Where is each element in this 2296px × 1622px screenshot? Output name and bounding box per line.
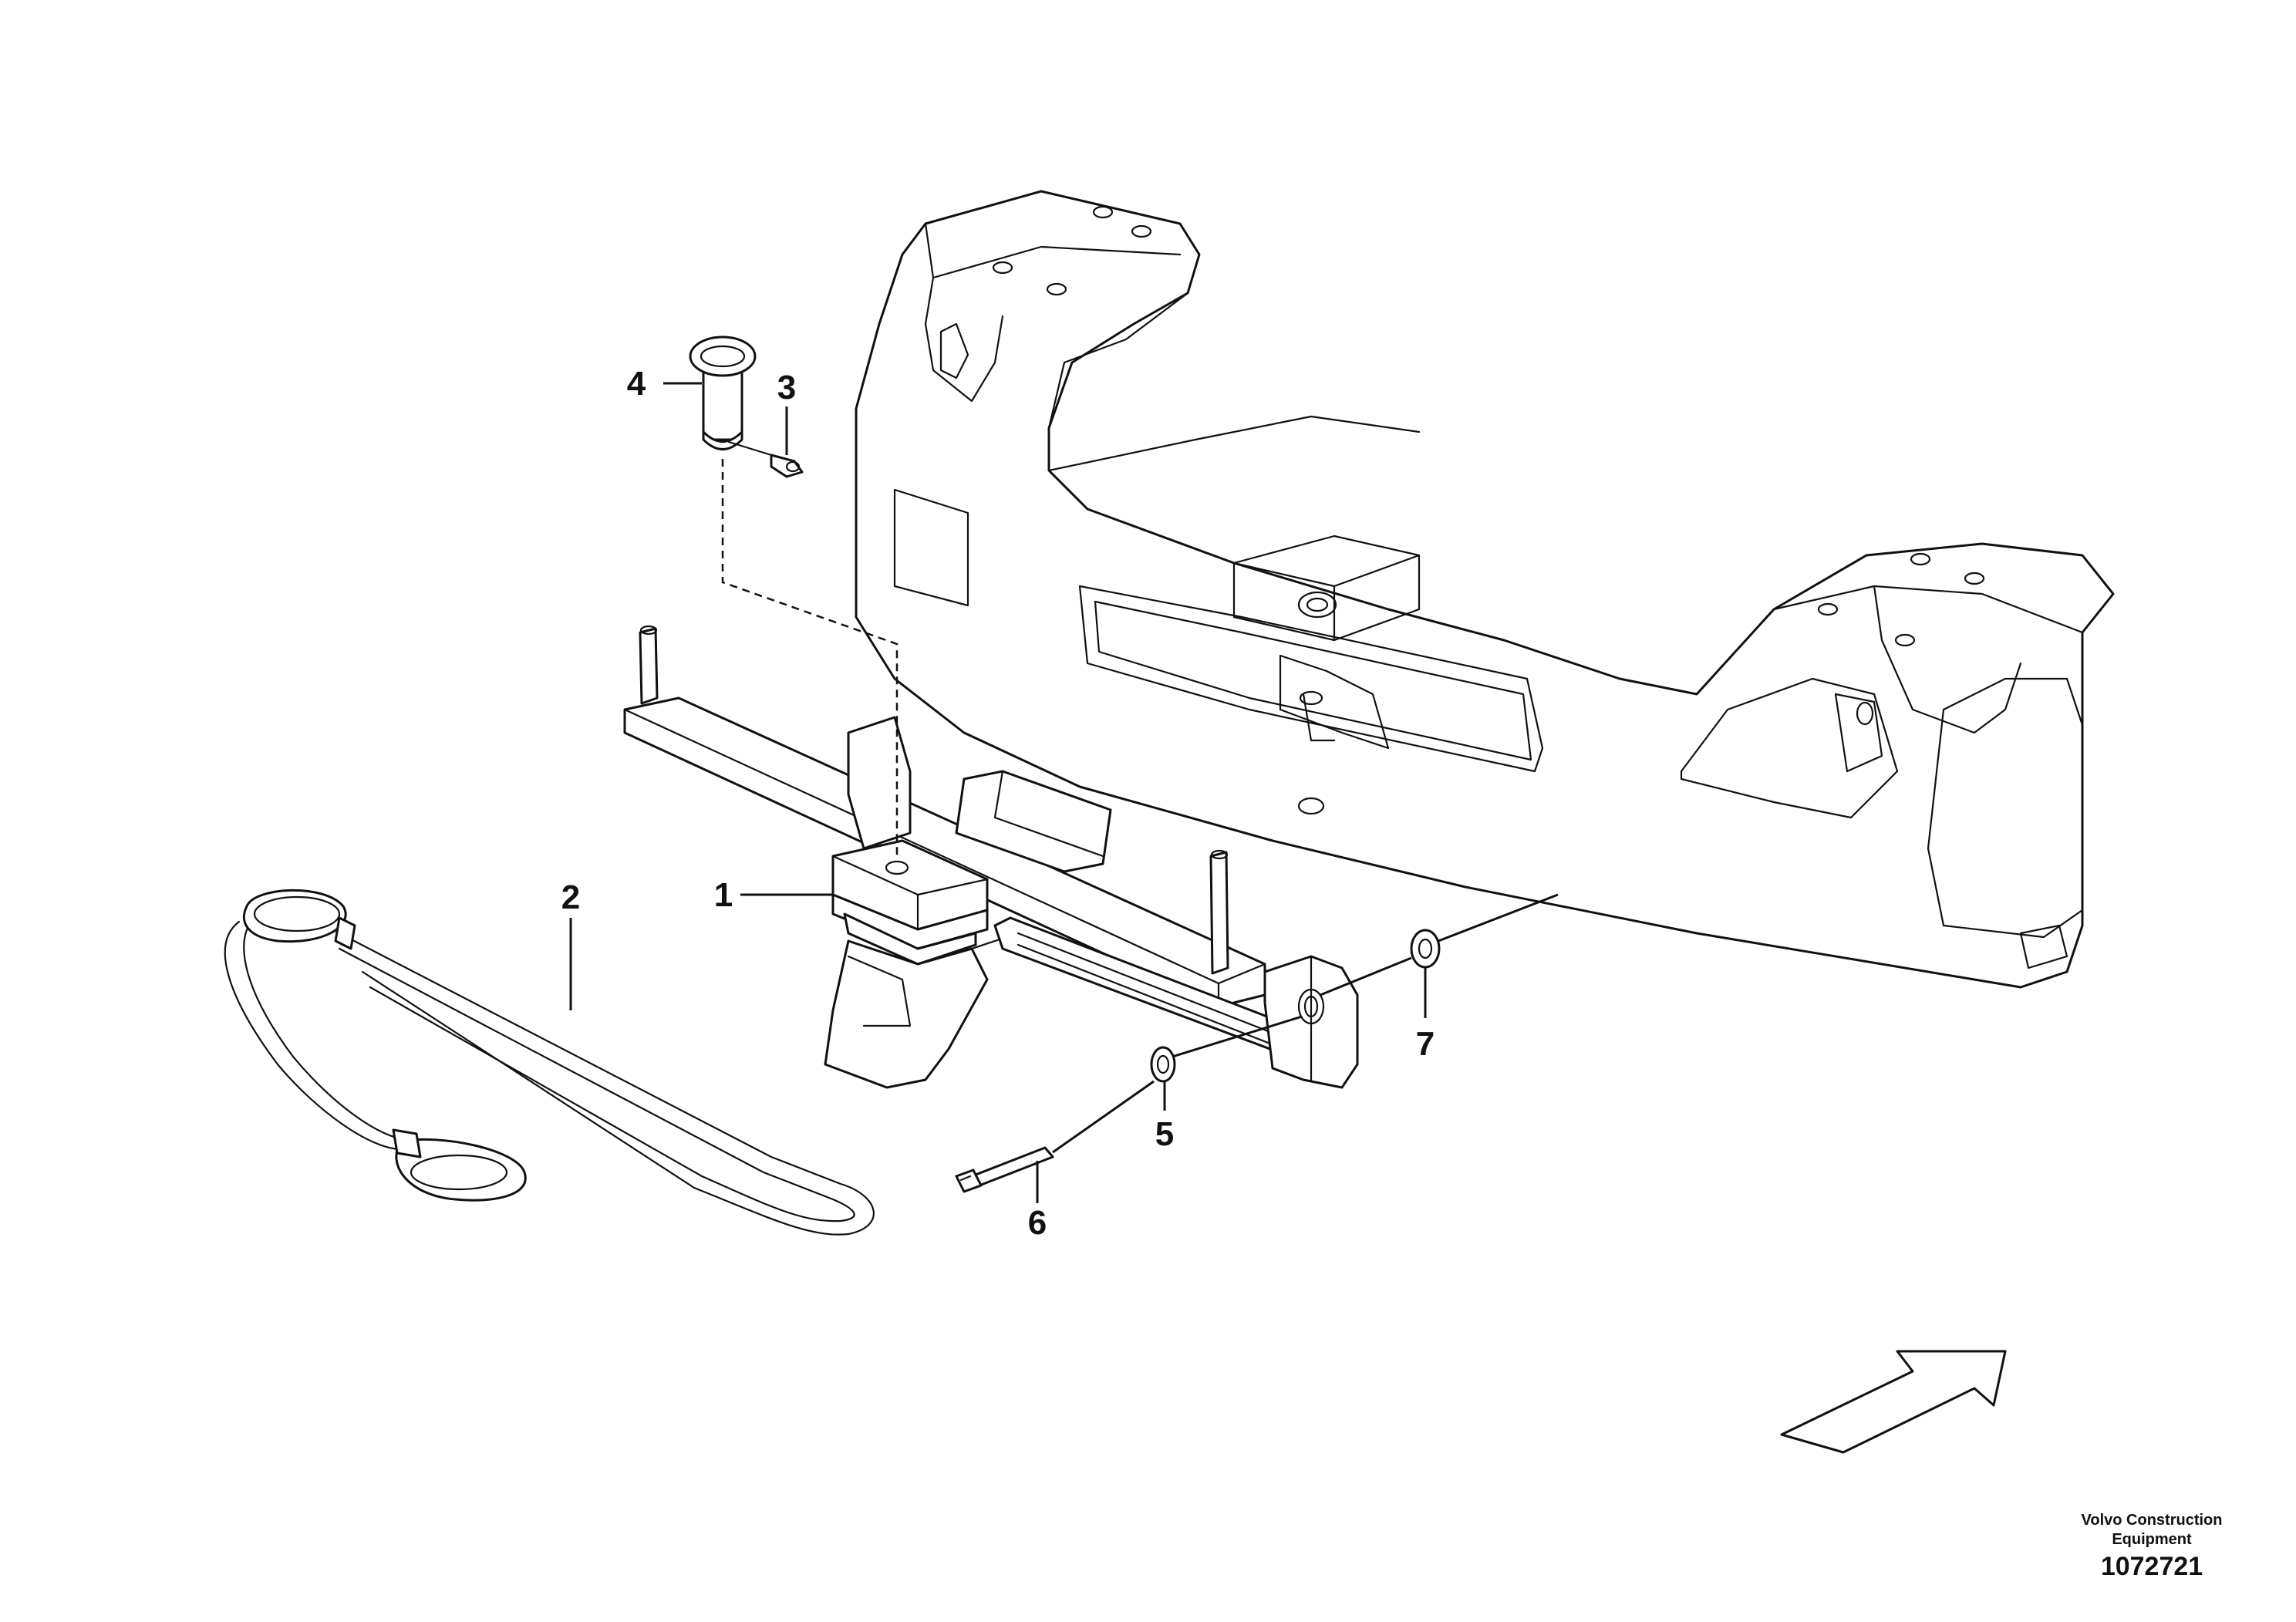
- callout-3: 3: [777, 369, 796, 406]
- callout-4: 4: [627, 365, 646, 403]
- callout-6: 6: [1028, 1204, 1047, 1242]
- tow-rope: [224, 889, 875, 1236]
- assembly-lines: [721, 459, 1559, 1154]
- bolt: [955, 1146, 1054, 1193]
- callout-leaders: [569, 382, 1427, 1203]
- callout-numbers: 4 3 1 2 6 5 7: [561, 365, 1435, 1242]
- lock-clip: [770, 454, 804, 478]
- callout-7: 7: [1416, 1025, 1435, 1063]
- drawing-number: 1072721: [2100, 1552, 2203, 1581]
- callout-2: 2: [561, 878, 580, 916]
- counterweight: [855, 190, 2115, 989]
- direction-arrow-icon: [1780, 1350, 2007, 1454]
- callout-5: 5: [1155, 1115, 1174, 1153]
- brand-name-line-1: Volvo Construction: [2081, 1512, 2223, 1529]
- callout-1: 1: [714, 876, 733, 914]
- washer-5: [1150, 1046, 1176, 1083]
- tow-pin: [689, 336, 773, 457]
- brand-name-line-2: Equipment: [2112, 1531, 2192, 1548]
- washer-7: [1410, 929, 1441, 969]
